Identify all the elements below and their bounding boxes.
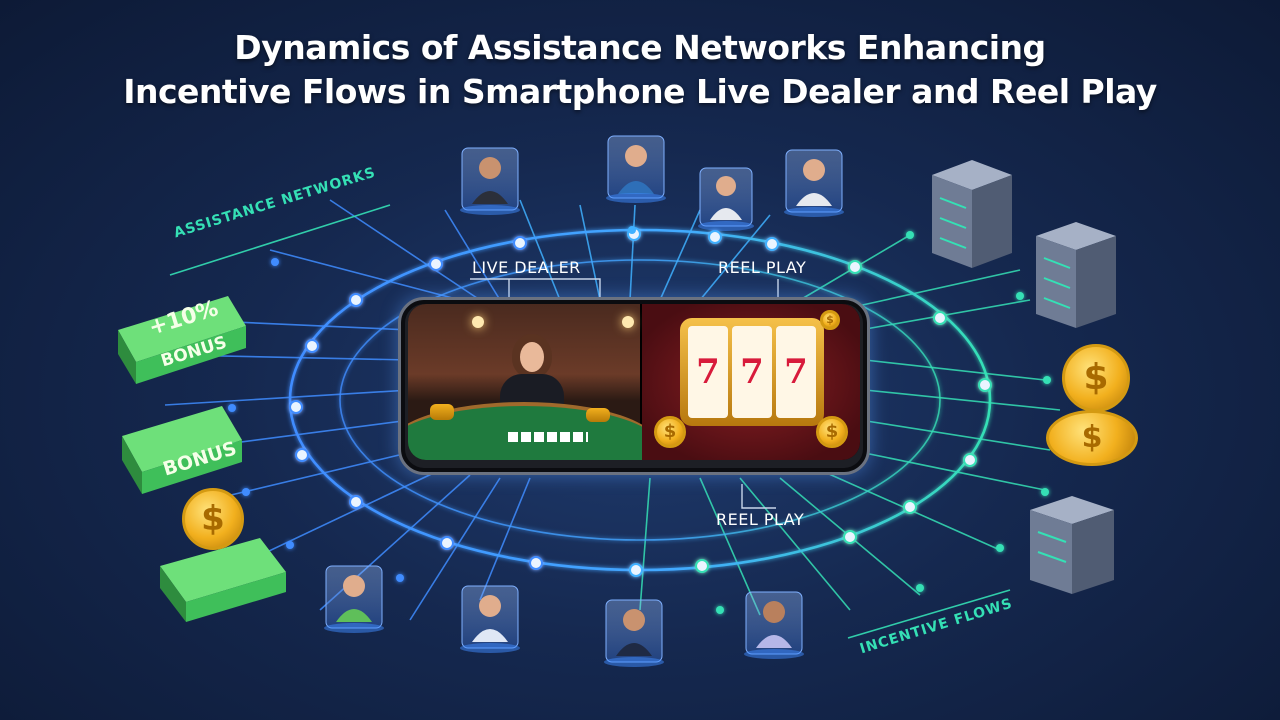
dealer-face — [520, 342, 544, 372]
server-stack-icon — [932, 160, 1012, 268]
person-avatar-icon[interactable] — [698, 167, 754, 231]
dollar-coin-icon: $ — [654, 416, 686, 448]
person-avatar-icon[interactable] — [744, 591, 804, 659]
cash-stack-icon — [160, 538, 286, 622]
cash-stack-icon — [122, 406, 242, 494]
slot-reel: 7 — [776, 326, 816, 418]
slot-reel: 7 — [688, 326, 728, 418]
dollar-coin-icon: $ — [820, 310, 840, 330]
network-nodes — [224, 226, 1051, 614]
person-avatar-icon[interactable] — [460, 147, 520, 215]
live-dealer-label: LIVE DEALER — [472, 258, 581, 277]
chip-stack-icon — [430, 404, 454, 420]
slot-machine: 7 7 7 — [680, 318, 824, 426]
title-line-2: Incentive Flows in Smartphone Live Deale… — [123, 72, 1157, 111]
chip-stack-icon — [586, 408, 610, 422]
light-icon — [472, 316, 484, 328]
title-line-1: Dynamics of Assistance Networks Enhancin… — [234, 28, 1046, 67]
server-stack-icon — [1030, 496, 1114, 594]
smartphone-screen: 7 7 7 $ $ $ — [408, 304, 860, 460]
person-avatar-icon[interactable] — [604, 599, 664, 667]
person-avatar-icon[interactable] — [784, 149, 844, 217]
light-icon — [622, 316, 634, 328]
slot-reel: 7 — [732, 326, 772, 418]
person-avatar-icon[interactable] — [460, 585, 520, 653]
server-stack-icon — [1036, 222, 1116, 328]
person-avatar-icon[interactable] — [606, 135, 666, 203]
dollar-coin-icon: $ — [182, 488, 244, 550]
dollar-coin-icon: $ — [1062, 344, 1130, 412]
live-dealer-pane[interactable] — [408, 304, 660, 460]
dollar-coin-icon: $ — [1046, 410, 1138, 466]
person-avatar-icon[interactable] — [324, 565, 384, 633]
label-connectors — [470, 278, 779, 509]
reel-play-top-label: REEL PLAY — [718, 258, 807, 277]
reel-play-bottom-label: REEL PLAY — [716, 510, 805, 529]
reel-play-pane[interactable]: 7 7 7 $ $ $ — [642, 304, 860, 460]
dollar-coin-icon: $ — [816, 416, 848, 448]
playing-cards — [508, 432, 588, 442]
page-title: Dynamics of Assistance Networks Enhancin… — [0, 26, 1280, 114]
cash-stack-icon — [118, 296, 246, 384]
